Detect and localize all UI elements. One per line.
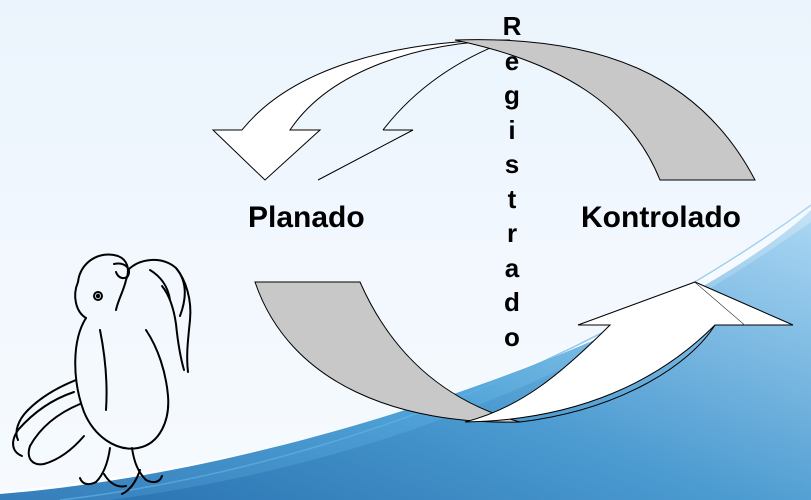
cycle-arrow-top-icon (211, 39, 756, 181)
decorative-swoosh-light (110, 222, 811, 500)
letter-e: e (504, 45, 520, 76)
letter-s: s (504, 149, 520, 179)
letter-a: a (504, 252, 520, 283)
letter-d: d (504, 287, 520, 317)
vertical-word-registrado: R e g i s t r a d o (497, 9, 527, 354)
letter-o: o (504, 321, 520, 352)
label-planado: Planado (248, 201, 365, 234)
label-kontrolado: Kontrolado (581, 201, 741, 234)
cycle-arrow-bottom-icon (254, 281, 794, 423)
letter-r: r (506, 218, 518, 248)
letter-t: t (507, 183, 517, 214)
letter-i: i (508, 114, 516, 145)
bird-illustration (12, 253, 192, 495)
letter-r-upper: R (502, 11, 522, 41)
letter-g: g (504, 80, 520, 110)
